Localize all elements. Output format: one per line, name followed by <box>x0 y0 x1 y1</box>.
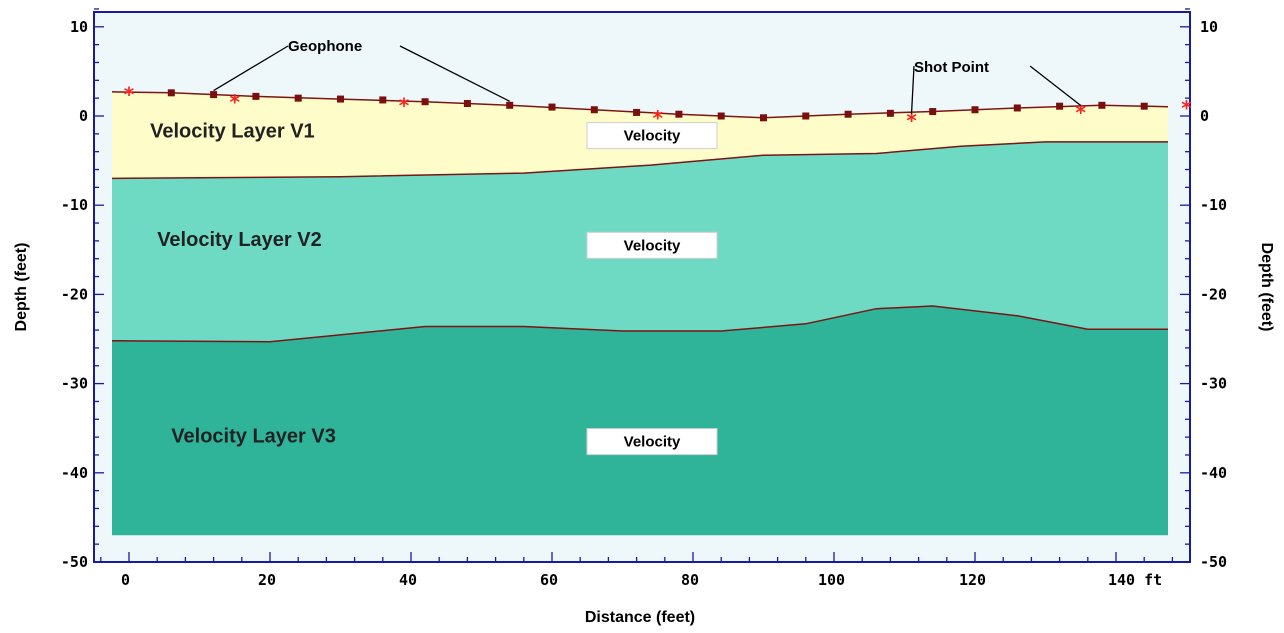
geophone-marker <box>760 114 767 122</box>
x-tick-label: 100 <box>818 571 845 589</box>
geophone-marker <box>506 101 514 109</box>
y-axis-title-right: Depth (feet) <box>1258 243 1275 332</box>
geophone-marker <box>633 108 641 116</box>
shot-point-marker: * <box>1181 96 1192 120</box>
geophone-marker <box>463 100 471 108</box>
geophone-marker <box>379 96 387 104</box>
velocity-label-v1: Velocity <box>624 128 681 145</box>
geophone-marker <box>1098 101 1106 109</box>
velocity-label-v3: Velocity <box>624 434 681 451</box>
shot-point-leader-line <box>1029 65 1082 107</box>
y-tick-label-right: -30 <box>1200 375 1227 393</box>
geophone-marker <box>1013 104 1021 112</box>
y-axis-title-left: Depth (feet) <box>13 243 30 332</box>
x-tick-label: 40 <box>399 571 417 589</box>
shot-point-marker: * <box>230 90 241 114</box>
geophone-marker <box>421 98 429 106</box>
geophone-marker <box>294 94 302 102</box>
geophone-marker <box>929 108 937 116</box>
x-axis-title: Distance (feet) <box>585 609 695 626</box>
geophone-leader-line <box>213 45 289 92</box>
boundary-v2-v3-line <box>112 305 1168 343</box>
x-tick-label: 0 <box>121 571 130 589</box>
y-tick-label-left: -40 <box>61 464 88 482</box>
y-tick-label-right: -10 <box>1200 196 1227 214</box>
layer-label-v1: Velocity Layer V1 <box>150 120 315 142</box>
x-tick-label: 60 <box>540 571 558 589</box>
geophone-marker <box>802 112 810 120</box>
y-tick-label-left: -20 <box>61 285 88 303</box>
x-tick-label: 120 <box>959 571 986 589</box>
geophone-marker <box>210 91 218 99</box>
shot-point-marker: * <box>399 93 410 117</box>
geophone-marker <box>717 112 725 120</box>
shot-point-marker: * <box>653 106 664 130</box>
y-tick-label-left: -30 <box>61 375 88 393</box>
y-tick-label-right: 0 <box>1200 107 1209 125</box>
y-tick-label-right: 10 <box>1200 18 1218 36</box>
shot-point-leader-line <box>910 65 915 114</box>
geophone-marker <box>337 95 344 103</box>
boundary-v1-v2-line <box>112 141 1168 180</box>
geophone-marker <box>675 110 683 118</box>
velocity-label-v2: Velocity <box>624 237 681 254</box>
geophone-marker <box>971 106 979 114</box>
geophone-marker <box>167 89 175 97</box>
y-tick-label-left: -10 <box>61 196 88 214</box>
geophone-marker <box>548 103 556 111</box>
y-tick-label-left: 0 <box>79 107 88 125</box>
shot-point-marker: * <box>1076 101 1087 125</box>
y-tick-label-left: -50 <box>61 553 88 571</box>
shot-point-marker: * <box>906 109 917 133</box>
y-tick-label-right: -20 <box>1200 285 1227 303</box>
x-tick-label: 20 <box>258 571 276 589</box>
y-tick-label-left: 10 <box>70 18 88 36</box>
x-tick-label: 80 <box>681 571 699 589</box>
geophone-marker <box>844 110 852 118</box>
x-tick-label: 140 ft <box>1108 571 1162 589</box>
y-tick-label-right: -50 <box>1200 553 1227 571</box>
geophone-marker <box>590 106 598 114</box>
geophone-marker <box>886 109 894 117</box>
shot-point-annotation: Shot Point <box>914 59 989 76</box>
velocity-box-v3 <box>586 428 718 456</box>
geophone-marker <box>1140 102 1148 110</box>
layer-label-v3: Velocity Layer V3 <box>171 425 336 447</box>
geophone-annotation: Geophone <box>288 38 362 55</box>
velocity-box-v1 <box>586 122 718 150</box>
geophone-leader-line <box>399 45 510 102</box>
plot-frame <box>93 11 1191 563</box>
layer-v3-region <box>112 306 1168 536</box>
layer-label-v2: Velocity Layer V2 <box>157 229 322 251</box>
geophone-marker <box>1056 102 1064 110</box>
velocity-box-v2 <box>586 231 718 259</box>
geophone-marker <box>252 92 260 100</box>
y-tick-label-right: -40 <box>1200 464 1227 482</box>
plot-area <box>94 12 1190 562</box>
shot-point-marker: * <box>124 83 135 107</box>
